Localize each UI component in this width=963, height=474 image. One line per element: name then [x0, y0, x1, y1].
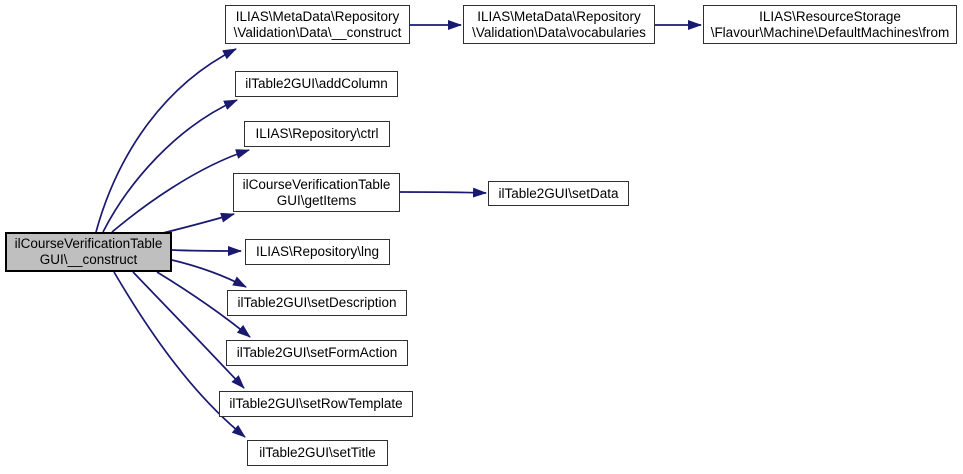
edge-course-verification-construct-to-metadata-data-construct [95, 48, 237, 233]
node-metadata-data-vocabularies[interactable]: ILIAS\MetaData\Repository\Validation\Dat… [463, 5, 655, 44]
node-label-line: \Validation\Data\vocabularies [472, 24, 646, 40]
edge-course-verification-construct-to-repository-ctrl [111, 149, 250, 233]
node-label-line: ilTable2GUI\setRowTemplate [229, 396, 403, 411]
node-label-line: GUI\__construct [39, 252, 138, 267]
node-label-line: ILIAS\Repository\lng [255, 244, 380, 259]
node-label-line: ilTable2GUI\addColumn [245, 76, 388, 91]
node-label-line: ILIAS\MetaData\Repository [235, 8, 400, 24]
edge-course-verification-construct-to-table2gui-set-title [113, 271, 246, 438]
node-metadata-data-construct[interactable]: ILIAS\MetaData\Repository\Validation\Dat… [225, 5, 410, 44]
node-label-line: ilCourseVerificationTable [242, 176, 391, 192]
edge-course-verification-get-items-to-table2gui-set-data [399, 187, 487, 198]
node-default-machines-from[interactable]: ILIAS\ResourceStorage\Flavour\Machine\De… [703, 5, 957, 44]
node-label-line: ilTable2GUI\setData [498, 185, 619, 201]
node-table2gui-add-column[interactable]: ilTable2GUI\addColumn [235, 71, 398, 97]
node-label-line: ILIAS\Repository\ctrl [255, 126, 379, 141]
edge-group [95, 20, 702, 438]
node-label-line: ilTable2GUI\setTitle [259, 445, 376, 460]
node-label-line: ILIAS\MetaData\Repository [477, 8, 641, 24]
node-label-line: \Validation\Data\__construct [233, 24, 402, 40]
node-label-line: ilCourseVerificationTable [14, 236, 163, 251]
node-table2gui-set-description[interactable]: ilTable2GUI\setDescription [227, 290, 407, 316]
node-label-line: ILIAS\ResourceStorage [759, 8, 901, 24]
node-label-line: ilTable2GUI\setFormAction [236, 345, 398, 360]
node-table2gui-set-title[interactable]: ilTable2GUI\setTitle [247, 440, 388, 466]
node-repository-ctrl[interactable]: ILIAS\Repository\ctrl [244, 121, 390, 147]
edge-course-verification-construct-to-table2gui-add-column [102, 99, 238, 233]
edge-course-verification-construct-to-course-verification-get-items [162, 212, 235, 234]
edge-course-verification-construct-to-table2gui-set-form-action [156, 271, 251, 338]
node-label-line: \Flavour\Machine\DefaultMachines\from [710, 24, 950, 40]
node-table2gui-set-data[interactable]: ilTable2GUI\setData [488, 181, 629, 206]
node-table2gui-set-row-template[interactable]: ilTable2GUI\setRowTemplate [219, 391, 413, 417]
edge-course-verification-construct-to-table2gui-set-description [171, 259, 247, 288]
node-table2gui-set-form-action[interactable]: ilTable2GUI\setFormAction [226, 340, 408, 366]
edge-course-verification-construct-to-table2gui-set-row-template [132, 271, 245, 389]
node-repository-lng[interactable]: ILIAS\Repository\lng [245, 239, 390, 265]
edge-course-verification-construct-to-repository-lng [171, 245, 242, 256]
node-label-line: ilTable2GUI\setDescription [237, 295, 397, 310]
node-label-line: GUI\getItems [276, 192, 357, 208]
